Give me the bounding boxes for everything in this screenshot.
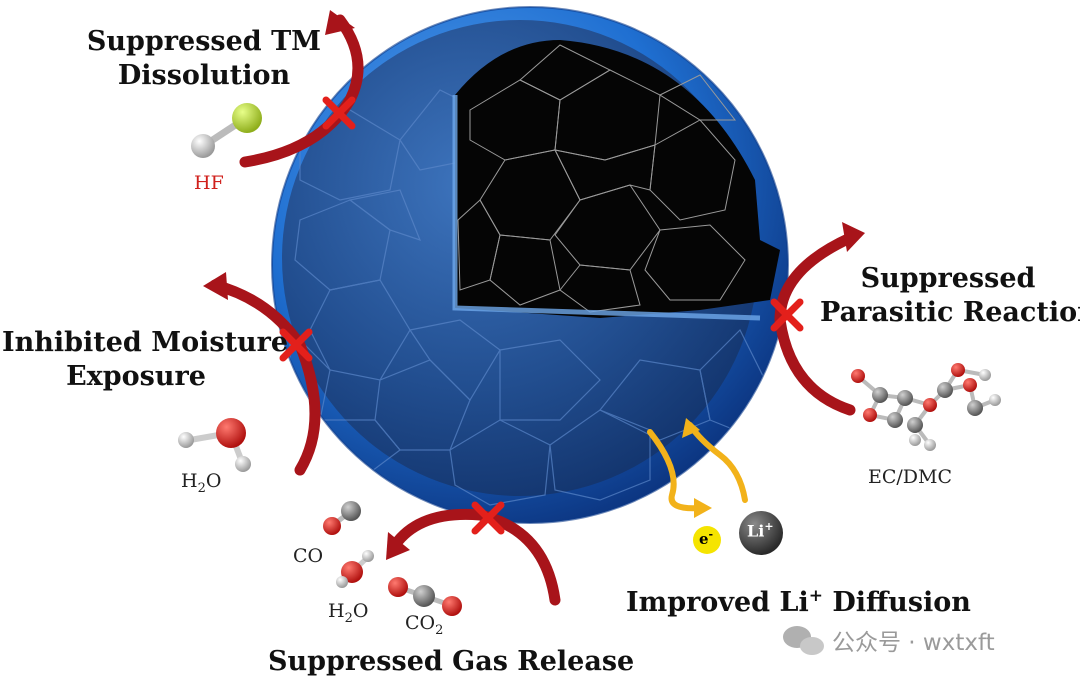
co2-label: CO2 xyxy=(405,612,444,638)
parasitic-arrowhead xyxy=(842,222,865,252)
co-label: CO xyxy=(293,545,324,567)
core-grain-boundaries xyxy=(457,44,746,313)
diffusion-arrows xyxy=(647,422,748,512)
ec-dmc-molecule-icon xyxy=(851,363,1001,451)
ec-dmc-label: EC/DMC xyxy=(868,466,953,488)
parasitic-cross-icon xyxy=(770,298,804,332)
moisture-cross-icon xyxy=(279,328,313,362)
gas-h2o-label: H2O xyxy=(328,600,369,626)
h2o-label: H2O xyxy=(181,470,222,496)
tm-arrowhead xyxy=(325,10,355,35)
h2o-molecule-icon xyxy=(178,418,251,472)
moisture-arrowhead xyxy=(203,272,228,300)
block-crosses xyxy=(279,96,804,535)
hf-label: HF xyxy=(194,172,224,194)
tm-cross-icon xyxy=(322,96,356,130)
lithium-label: Li+ xyxy=(747,520,774,541)
hf-molecule-icon xyxy=(191,103,262,158)
gas-cross-icon xyxy=(471,501,505,535)
co-molecule-icon xyxy=(323,501,361,535)
active-material-core xyxy=(455,40,780,318)
co2-molecule-icon xyxy=(388,577,462,616)
gas-arrowhead xyxy=(386,532,410,560)
gas-release-label: Suppressed Gas Release xyxy=(268,646,635,677)
wechat-icon xyxy=(783,626,824,655)
lithium-ion-icon xyxy=(739,511,783,555)
electron-label: e- xyxy=(699,528,714,548)
arrow-heads xyxy=(203,10,865,560)
watermark-text: 公众号 · wxtxft xyxy=(832,630,995,656)
gas-h2o-molecule-icon xyxy=(336,550,374,588)
coated-particle xyxy=(271,6,789,524)
li-diffusion-label: Improved Li+ Diffusion xyxy=(626,586,971,618)
electron-icon xyxy=(693,526,721,554)
